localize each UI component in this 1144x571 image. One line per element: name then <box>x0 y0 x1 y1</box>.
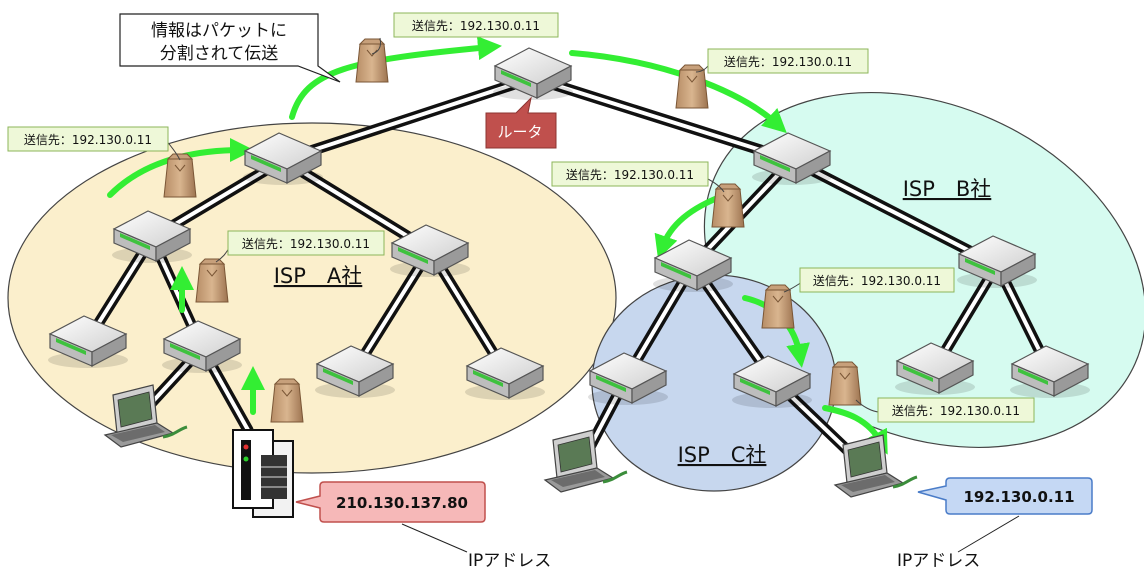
packet-tag-text: 送信先：192.130.0.11 <box>892 403 1020 418</box>
source-ip-badge: 210.130.137.80 <box>295 481 486 523</box>
packet-bag-icon <box>711 183 745 228</box>
laptop-destination-icon <box>833 433 919 499</box>
server-icon <box>232 429 294 518</box>
router-label-callout: ルータ <box>485 96 557 149</box>
source-ip-caption: IPアドレス <box>468 551 551 571</box>
packet-tag: 送信先：192.130.0.11 <box>371 12 559 55</box>
packet-bag-icon <box>675 64 709 109</box>
packet-tag-text: 送信先：192.130.0.11 <box>412 18 540 33</box>
dest-ip-badge: 192.130.0.11 <box>917 477 1093 515</box>
router-label: ルータ <box>497 123 542 141</box>
packet-tag-text: 送信先：192.130.0.11 <box>724 54 852 69</box>
callout-line-2: 分割されて伝送 <box>160 44 279 64</box>
source-ip-leader <box>401 523 468 553</box>
packet-tag-text: 送信先：192.130.0.11 <box>242 236 370 251</box>
isp-a-label: ISP A社 <box>274 264 363 288</box>
dest-ip-caption: IPアドレス <box>897 551 980 571</box>
packet-bag-icon <box>195 258 229 303</box>
packet-bag-icon <box>163 153 197 198</box>
packet-tag: 送信先：192.130.0.11 <box>7 126 181 161</box>
source-ip-text: 210.130.137.80 <box>336 494 468 512</box>
isp-c-label: ISP C社 <box>678 443 767 467</box>
packet-tag-text: 送信先：192.130.0.11 <box>24 132 152 147</box>
isp-b-label: ISP B社 <box>903 177 992 201</box>
packet-bag-icon <box>270 378 304 423</box>
packet-tag: 送信先：192.130.0.11 <box>551 161 725 193</box>
packet-tag: 送信先：192.130.0.11 <box>695 48 869 74</box>
callout-line-1: 情報はパケットに <box>151 21 287 41</box>
packet-tag-text: 送信先：192.130.0.11 <box>813 273 941 288</box>
isp-a-region <box>7 122 617 474</box>
router-core <box>492 47 574 101</box>
packet-tag: 送信先：192.130.0.11 <box>855 397 1035 423</box>
packet-bag-icon <box>828 361 862 406</box>
info-callout: 情報はパケットに 分割されて伝送 <box>119 13 341 83</box>
dest-ip-leader <box>957 515 1020 553</box>
packet-tag: 送信先：192.130.0.11 <box>783 267 955 293</box>
packet-bag-icon <box>761 284 795 329</box>
packet-tag: 送信先：192.130.0.11 <box>215 230 385 263</box>
packet-tag-text: 送信先：192.130.0.11 <box>566 167 694 182</box>
packet-bag-icon <box>355 38 389 83</box>
dest-ip-text: 192.130.0.11 <box>963 488 1074 506</box>
